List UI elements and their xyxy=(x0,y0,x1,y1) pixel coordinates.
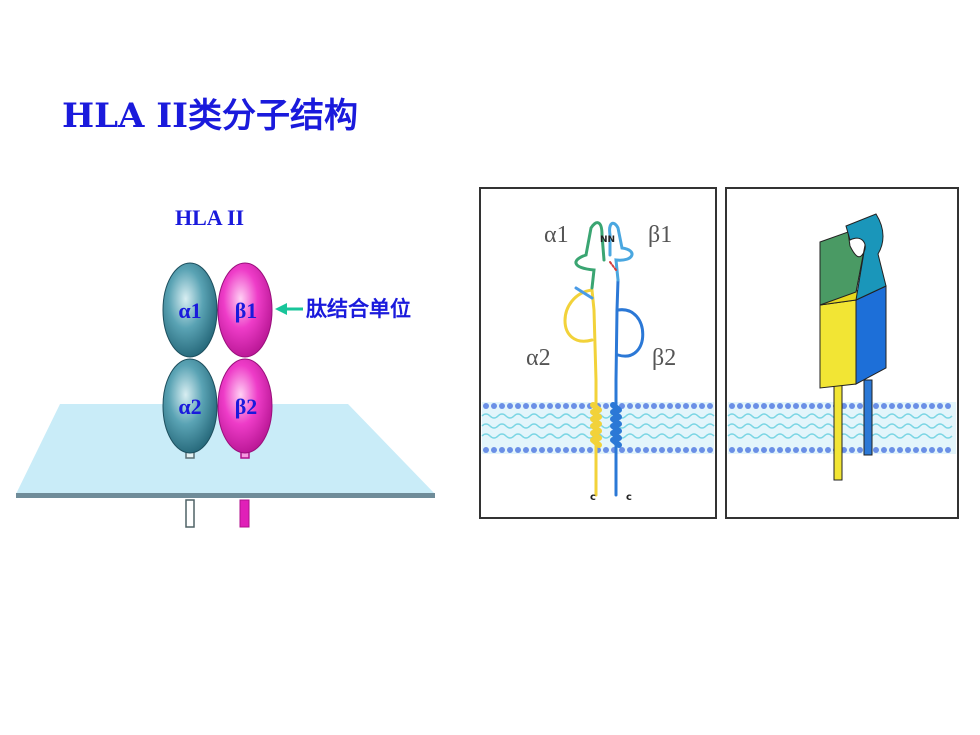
hla-ii-structure-figure: α1 β1 α2 β2 NN c c xyxy=(479,187,959,519)
ribbon-nn-label: NN xyxy=(600,235,615,245)
alpha-tail xyxy=(185,499,195,528)
beta2-domain xyxy=(217,358,273,454)
hla-ii-schematic: α1 β1 α2 β2 xyxy=(16,262,435,528)
beta-chain-ribbon xyxy=(608,221,645,497)
cell-membrane xyxy=(16,404,435,494)
alpha2-label: α2 xyxy=(178,394,201,419)
beta2-label: β2 xyxy=(235,394,258,419)
annotation-arrowhead-icon xyxy=(275,303,287,315)
slide-title: HLA II类分子结构 xyxy=(62,96,359,136)
beta-tail xyxy=(239,499,250,528)
alpha1-domain xyxy=(162,262,218,358)
ribbon-c-left-label: c xyxy=(590,492,596,503)
hla-ii-heading: HLA II xyxy=(175,205,245,230)
alpha1-label: α1 xyxy=(178,298,201,323)
ribbon-beta1-label: β1 xyxy=(648,222,672,248)
membrane-edge xyxy=(16,493,435,498)
ribbon-alpha2-label: α2 xyxy=(526,345,551,371)
ribbon-c-right-label: c xyxy=(626,492,632,503)
block-model xyxy=(819,213,887,481)
alpha-chain-ribbon xyxy=(563,221,606,497)
peptide-binding-unit-label: 肽结合单位 xyxy=(306,297,411,321)
beta1-domain xyxy=(217,262,273,358)
ribbon-alpha1-label: α1 xyxy=(544,222,569,248)
ribbon-beta2-label: β2 xyxy=(652,345,676,371)
alpha2-domain xyxy=(162,358,218,454)
beta1-label: β1 xyxy=(235,298,258,323)
ribbon-panel xyxy=(479,187,717,519)
